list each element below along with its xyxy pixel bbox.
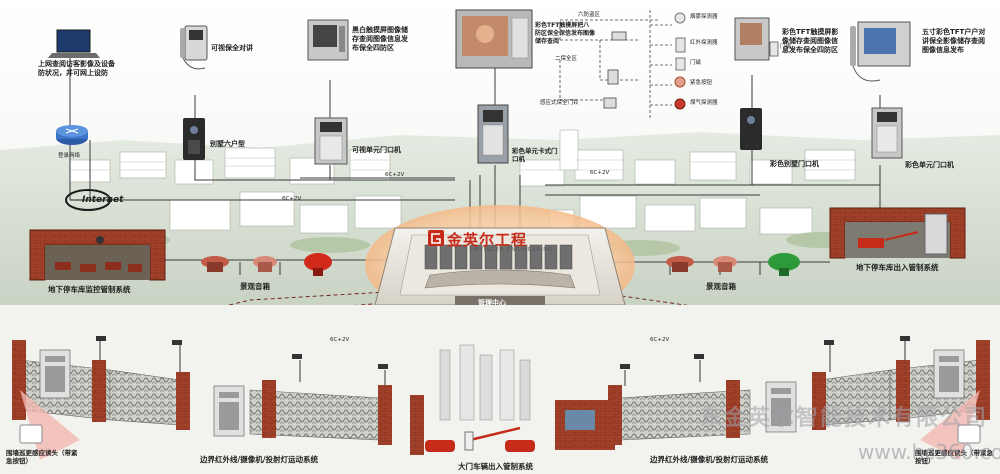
scenic-speaker-right-label: 景观音箱 <box>706 282 736 291</box>
bus-label-d: 6C+2V <box>330 337 350 343</box>
right-device-label: 门磁 <box>780 44 792 50</box>
visual-unit-door-station <box>314 117 348 165</box>
underground-monitor-label: 地下停车库监控管制系统 <box>48 285 131 294</box>
gate-vehicle-label: 大门车辆出入管制系统 <box>458 462 533 471</box>
visual-intercom-label: 可视保全对讲 <box>211 44 253 52</box>
patrol-left-label: 围墙巡更感应读头（带紧急按钮） <box>6 449 78 465</box>
right-tft-monitor <box>734 17 770 61</box>
color-villa-door-label: 彩色别墅门口机 <box>770 160 819 168</box>
bus-label-b: 6C+2V <box>385 172 405 178</box>
watermark-company: 东金英尔智能技术有限公司 <box>700 406 989 431</box>
color-unit-door-right-label: 彩色单元门口机 <box>905 161 954 169</box>
internet-label: Internet <box>82 195 124 205</box>
router <box>56 125 88 145</box>
management-center-label: 管理中心 <box>478 299 506 307</box>
color-card-door-station <box>477 104 509 164</box>
laptop <box>48 29 100 58</box>
six-zone-label: 六防盗区 <box>578 12 601 18</box>
color-tft-right-label: 彩色TFT触摸屏影像储存查阅图像信息发布保全四防区 <box>782 28 839 54</box>
color-villa-door-station <box>740 108 762 150</box>
patrol-readers <box>19 424 981 444</box>
management-room <box>374 227 626 306</box>
brand-logo <box>428 230 444 246</box>
perimeter-right-label: 边界红外线/摄像机/投射灯运动系统 <box>650 455 768 464</box>
color-tft-center-label: 彩色TFT触摸屏把八防区保全保信发布图像储存查阅 <box>535 22 596 45</box>
brand-subtitle: JINYINGER ENGINEERING <box>470 247 553 253</box>
watermark-site: www.hc360.com <box>858 440 1000 464</box>
camera-poles <box>99 340 906 386</box>
underground-access-label: 地下停车库出入管制系统 <box>856 263 939 272</box>
main-gate <box>410 344 615 455</box>
intercom-handset-left <box>180 25 208 70</box>
internet-user-label: 上网查阅访客影像及设备防状况，并可网上设防 <box>38 60 115 77</box>
color-unit-door-label: 彩色单元卡式门口机 <box>512 147 558 163</box>
cameras <box>96 336 910 369</box>
device-label-door-magnet: 门磁 <box>690 60 702 66</box>
visual-unit-door-label: 可视单元门口机 <box>352 146 401 154</box>
color-unit-door-station <box>871 107 903 159</box>
center-tft-monitor <box>455 9 533 69</box>
brand-name: 金英尔工程 <box>447 231 528 249</box>
device-label-smoke: 烟雾探测器 <box>690 14 718 20</box>
patrol-right-label: 围墙巡更感应读头（带紧急按钮） <box>915 449 993 465</box>
device-label-emergency: 紧急按钮 <box>690 80 713 86</box>
five-inch-monitor <box>850 21 911 82</box>
underground-garage-right <box>829 207 966 259</box>
perimeter-left-label: 边界红外线/摄像机/投射灯运动系统 <box>200 455 318 464</box>
sensor-devices <box>603 12 779 110</box>
bw-touch-label: 黑白触摸屏图像储存查阅图像信息发布保全四防区 <box>352 26 408 52</box>
scenic-speakers-right <box>666 253 800 276</box>
bw-touch-monitor <box>307 19 349 61</box>
scenic-speaker-left-label: 景观音箱 <box>240 282 270 291</box>
internet-logo <box>65 189 111 211</box>
bus-label-c: 6C+2V <box>590 170 610 176</box>
bus-label-e: 6C+2V <box>650 337 670 343</box>
villa-six-label: 别墅六户型 <box>210 140 245 148</box>
device-label-infrared: 红外探测器 <box>690 40 718 46</box>
sensor-door-label: 感应式保全门铃 <box>540 100 579 106</box>
scenic-speakers-left <box>201 253 332 276</box>
two-zone-label: 二保全区 <box>555 56 578 62</box>
router-label: 登录网络 <box>58 153 81 159</box>
bus-label-a: 6C+2V <box>282 196 302 202</box>
device-label-gas: 煤气探测器 <box>690 100 718 106</box>
underground-garage-left <box>29 229 166 281</box>
five-inch-label: 五寸彩色TFT户户对讲保全影像储存查阅图像信息发布 <box>922 28 986 54</box>
keypad-buttons <box>45 356 959 430</box>
villa-door-station-left <box>183 118 205 160</box>
